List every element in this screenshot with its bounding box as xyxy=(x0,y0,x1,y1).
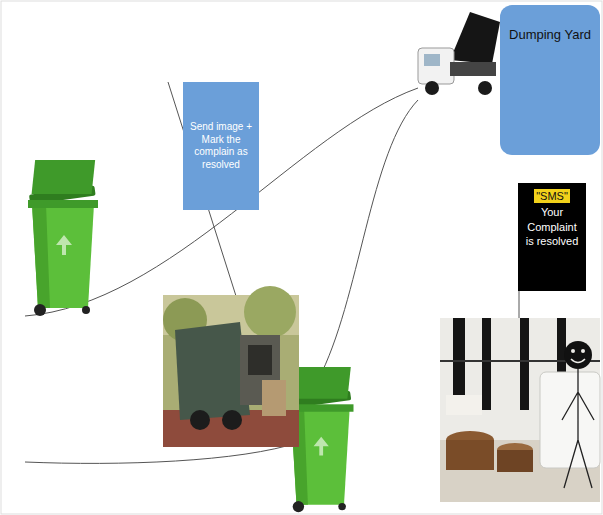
dustbin-icon xyxy=(28,160,98,316)
action-box: Send image + Mark the complain as resolv… xyxy=(183,82,259,210)
sms-box: "SMS" Your Complaint is resolved xyxy=(518,183,586,291)
garbage-truck-photo xyxy=(163,286,299,447)
flow-line xyxy=(318,100,418,380)
node-text: "SMS" xyxy=(534,189,570,203)
dump-truck-icon xyxy=(418,12,500,95)
node-text: Send image + Mark the complain as resolv… xyxy=(187,121,255,171)
home-photo xyxy=(440,318,600,502)
node-text: Your Complaint is resolved xyxy=(522,205,582,248)
destination-box: Dumping Yard xyxy=(500,5,600,155)
node-text: Dumping Yard xyxy=(509,27,591,43)
